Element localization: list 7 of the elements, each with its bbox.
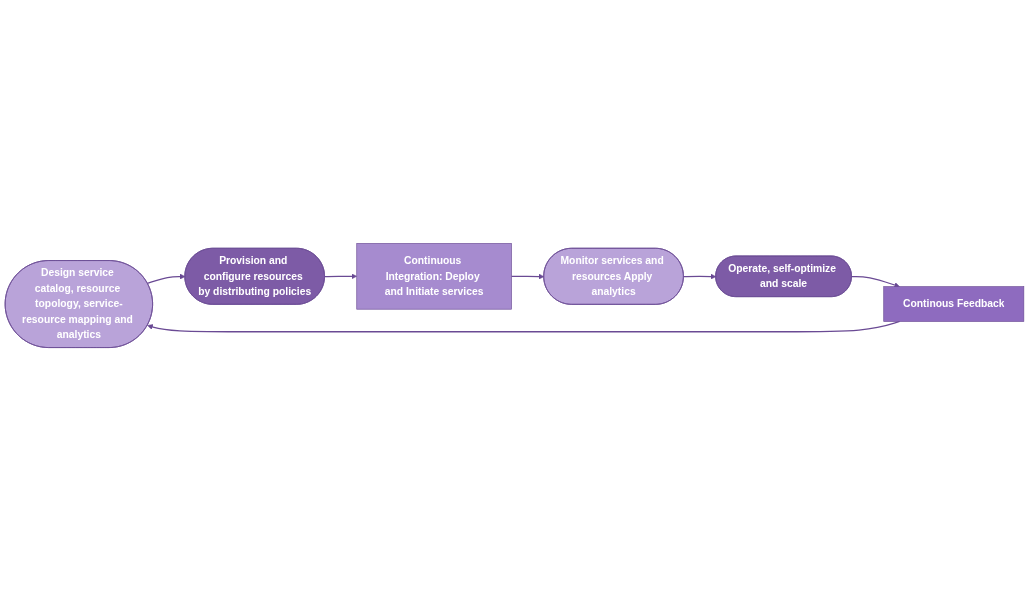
arrow [510, 273, 545, 280]
node-box: Continuous Integration: Deploy and Initiate services [356, 243, 512, 310]
arrow [146, 273, 186, 284]
arrow [324, 273, 357, 280]
arrow [851, 275, 900, 288]
node-box: Continous Feedback [883, 286, 1025, 322]
arrow [683, 273, 717, 280]
